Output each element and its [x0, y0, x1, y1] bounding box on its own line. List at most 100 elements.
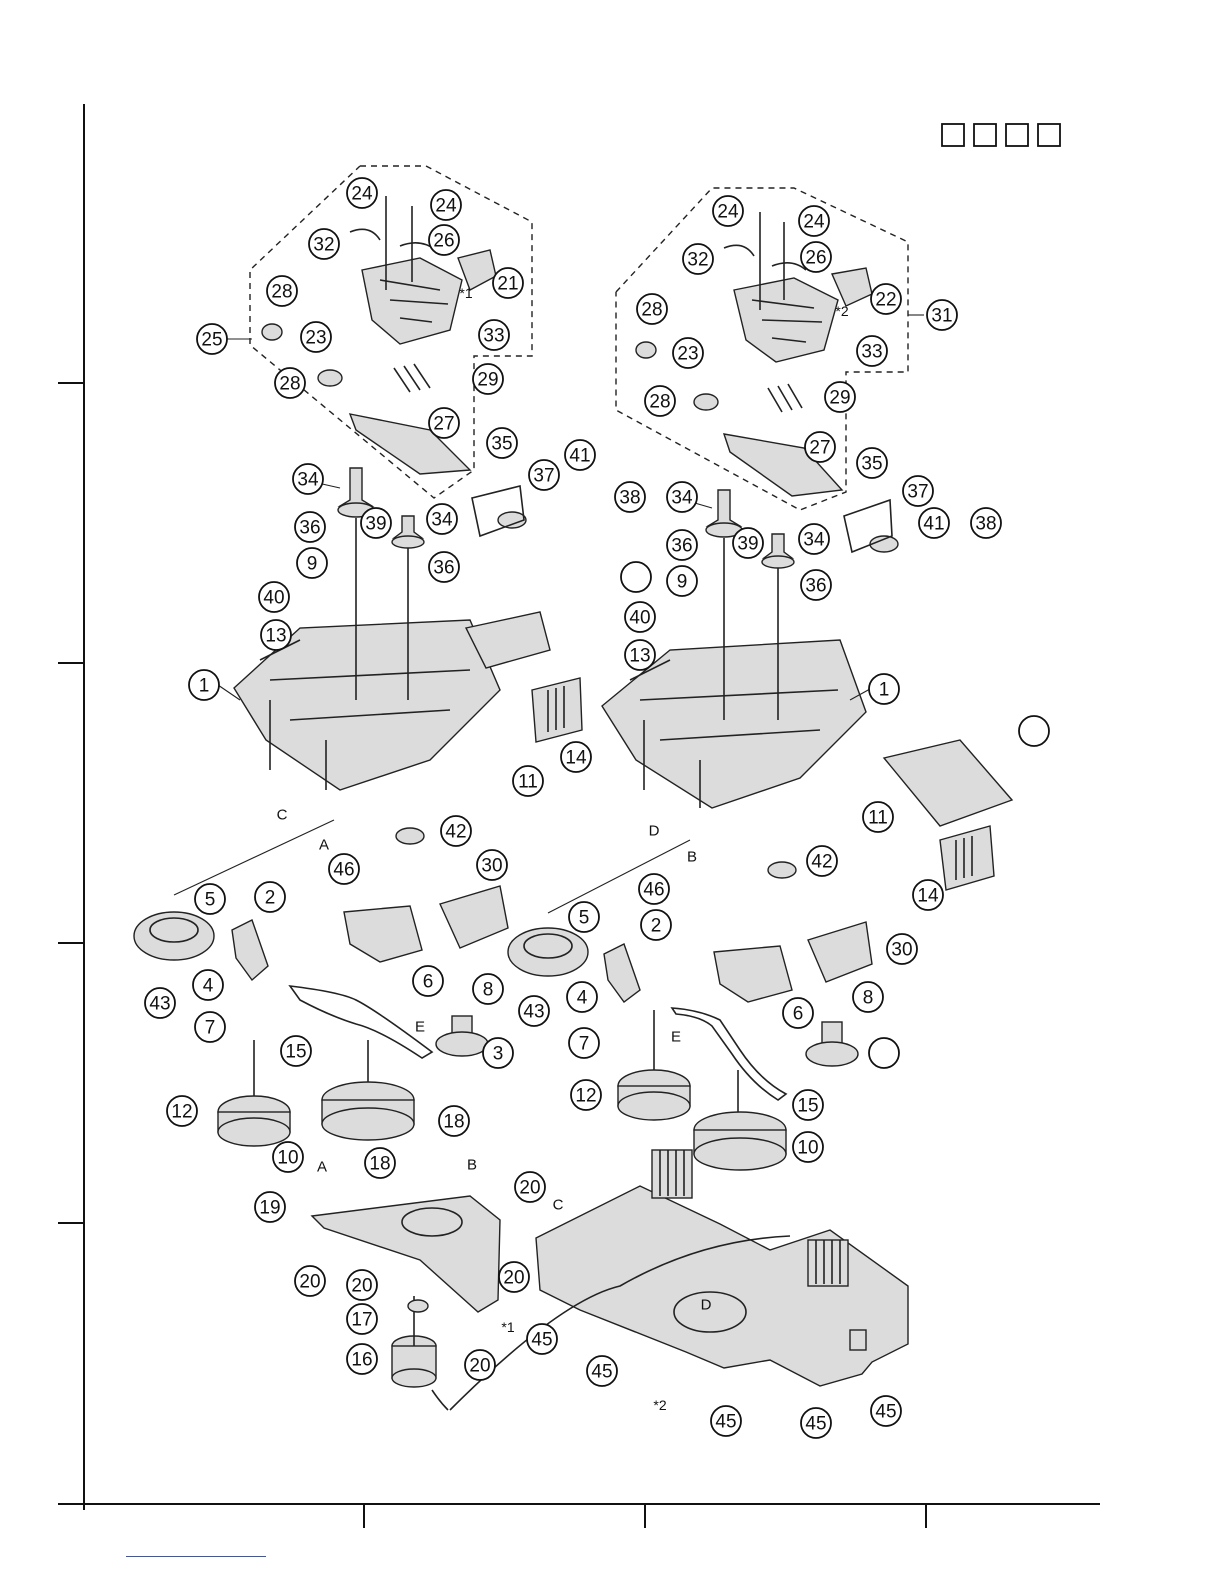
- callout-circle: [486, 427, 518, 459]
- callout-circle: [440, 815, 472, 847]
- callout-circle: [638, 873, 670, 905]
- right-callout-5: 5: [568, 901, 600, 933]
- callout-number: 45: [805, 1414, 826, 1435]
- callout-number: 12: [575, 1086, 596, 1107]
- callout-circle: [568, 901, 600, 933]
- right-callout-33: 33: [856, 335, 888, 367]
- callout-number: 18: [443, 1112, 464, 1133]
- callout-number: 37: [907, 482, 928, 503]
- callout-circle: [194, 883, 226, 915]
- left-callout-28: 28: [274, 367, 306, 399]
- callout-circle: [624, 601, 656, 633]
- unnumbered-callout-blank: [1018, 715, 1050, 747]
- callout-circle: [518, 995, 550, 1027]
- callout-circle: [478, 319, 510, 351]
- right-callout-46: 46: [638, 873, 670, 905]
- right-callout-38: 38: [970, 507, 1002, 539]
- callout-number: 7: [579, 1034, 590, 1055]
- right-callout-36: 36: [800, 569, 832, 601]
- callout-circle: [856, 335, 888, 367]
- callout-circle: [800, 241, 832, 273]
- callout-circle: [294, 511, 326, 543]
- callout-number: 38: [619, 488, 640, 509]
- connection-letter-a: A: [319, 837, 329, 854]
- page-frame: [58, 104, 1100, 1528]
- right-callout-43: 43: [518, 995, 550, 1027]
- callout-circle: [1018, 715, 1050, 747]
- callout-number: 35: [491, 434, 512, 455]
- right-callout-1: 1: [868, 673, 900, 705]
- right-callout-45: 45: [586, 1355, 618, 1387]
- callout-circle: [328, 853, 360, 885]
- right-callout-4: 4: [566, 981, 598, 1013]
- left-callout-30: 30: [476, 849, 508, 881]
- left-callout-43: 43: [144, 987, 176, 1019]
- callout-number: 6: [423, 972, 434, 993]
- callout-number: 24: [717, 202, 739, 223]
- footnote-marker: *2: [835, 303, 848, 319]
- callout-number: 28: [649, 392, 670, 413]
- callout-number: 14: [565, 748, 587, 769]
- callout-circle: [712, 195, 744, 227]
- callout-number: 12: [171, 1102, 192, 1123]
- left-callout-26: 26: [428, 224, 460, 256]
- callout-circle: [472, 363, 504, 395]
- callout-number: 39: [737, 534, 758, 555]
- right-callout-31: 31: [926, 299, 958, 331]
- callout-circle: [560, 741, 592, 773]
- callout-circle: [292, 463, 324, 495]
- callout-number: 45: [875, 1402, 896, 1423]
- left-callout-20: 20: [294, 1265, 326, 1297]
- callout-circle: [856, 447, 888, 479]
- right-callout-24: 24: [798, 205, 830, 237]
- callout-circle: [498, 1261, 530, 1293]
- callout-number: 20: [299, 1272, 320, 1293]
- connection-letter-c: C: [553, 1197, 564, 1214]
- callout-circle: [476, 849, 508, 881]
- callout-circle: [188, 669, 220, 701]
- left-callout-16: 16: [346, 1343, 378, 1375]
- callout-circle: [144, 987, 176, 1019]
- callout-circle: [666, 565, 698, 597]
- left-callout-9: 9: [296, 547, 328, 579]
- right-callout-29: 29: [824, 381, 856, 413]
- callout-number: 32: [313, 235, 334, 256]
- footer-link-underline[interactable]: [126, 1556, 266, 1557]
- left-callout-20: 20: [498, 1261, 530, 1293]
- callout-circle: [870, 283, 902, 315]
- left-callout-24: 24: [346, 177, 378, 209]
- callout-number: 1: [199, 676, 210, 697]
- connection-letter-c: C: [277, 807, 288, 824]
- right-callout-6: 6: [782, 997, 814, 1029]
- callout-circle: [274, 367, 306, 399]
- callout-number: 33: [483, 326, 504, 347]
- callout-circle: [258, 581, 290, 613]
- callout-circle: [280, 1035, 312, 1067]
- callout-circle: [566, 981, 598, 1013]
- right-callout-26: 26: [800, 241, 832, 273]
- right-callout-35: 35: [856, 447, 888, 479]
- callout-number: 16: [351, 1350, 372, 1371]
- callout-circle: [482, 1037, 514, 1069]
- circuit-board: [535, 1185, 909, 1387]
- callout-circle: [346, 1303, 378, 1335]
- callout-number: 29: [477, 370, 498, 391]
- callout-circle: [472, 973, 504, 1005]
- left-mechanism: [133, 196, 583, 1411]
- callout-number: 24: [351, 184, 373, 205]
- unnumbered-callout-blank: [620, 561, 652, 593]
- callout-number: 15: [797, 1096, 818, 1117]
- callout-circle: [568, 1027, 600, 1059]
- callout-number: 20: [519, 1178, 540, 1199]
- callout-number: 45: [591, 1362, 612, 1383]
- left-callout-45: 45: [526, 1323, 558, 1355]
- left-callout-1: 1: [188, 669, 220, 701]
- callout-number: 13: [265, 626, 286, 647]
- left-callout-18: 18: [438, 1105, 470, 1137]
- callout-number: 28: [271, 282, 292, 303]
- callout-circle: [300, 321, 332, 353]
- unnumbered-callout-blank: [868, 1037, 900, 1069]
- right-callout-34: 34: [666, 481, 698, 513]
- callout-number: 34: [671, 488, 693, 509]
- callout-number: 3: [493, 1044, 504, 1065]
